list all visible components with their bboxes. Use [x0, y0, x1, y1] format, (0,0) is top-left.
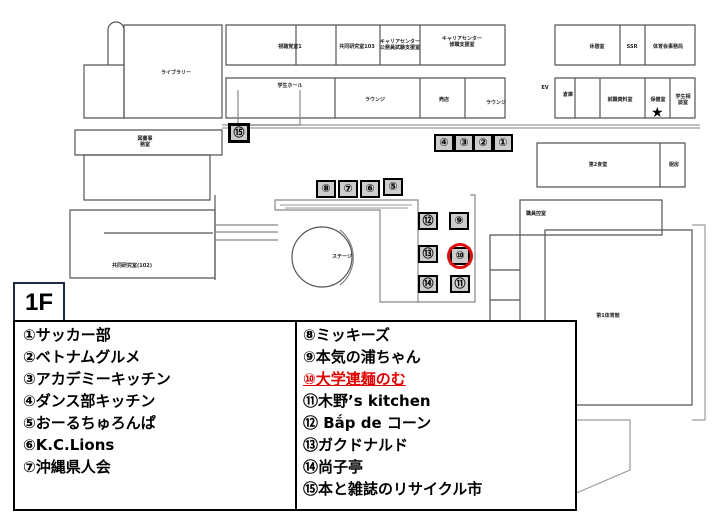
room-cafeteria2: 第2食堂	[588, 162, 608, 168]
room-job-info: 就職資料室	[607, 97, 633, 103]
legend-item: ⑭尚子亭	[303, 458, 364, 476]
marker-14[interactable]: ⑭	[418, 275, 438, 293]
legend: ①サッカー部 ②ベトナムグルメ ③アカデミーキッチン ④ダンス部キッチン ⑤おー…	[13, 320, 577, 511]
marker-2[interactable]: ②	[473, 134, 493, 152]
room-counsel: 学生相談室	[675, 94, 691, 106]
room-student-hall: 学生ホール	[277, 83, 303, 89]
room-storage: 倉庫	[562, 92, 574, 98]
marker-5[interactable]: ⑤	[383, 178, 403, 196]
room-ssr: SSR	[626, 44, 638, 50]
marker-11[interactable]: ⑪	[450, 275, 470, 293]
room-gym1: 第1体育館	[596, 313, 620, 319]
marker-8[interactable]: ⑧	[316, 180, 336, 198]
room-lab102: 共同研究室(102)	[111, 263, 153, 269]
room-stage: ステージ	[332, 254, 352, 260]
room-lab103: 共同研究室103	[339, 44, 375, 50]
room-library-office: 図書事務室	[137, 136, 153, 148]
legend-item-highlighted: ⑩大学連麺のむ	[303, 370, 406, 388]
room-health: 保健室	[650, 97, 666, 103]
marker-12[interactable]: ⑫	[418, 212, 438, 230]
room-ev: EV	[541, 85, 549, 91]
marker-6[interactable]: ⑥	[360, 180, 380, 198]
legend-item: ⑦沖縄県人会	[23, 458, 111, 476]
marker-13[interactable]: ⑬	[418, 245, 438, 263]
star-icon: ★	[651, 105, 664, 121]
room-lounge-2: ラウンジ	[485, 100, 507, 106]
legend-item: ⑧ミッキーズ	[303, 326, 390, 344]
room-career-job: キャリアセンター修職支援室	[442, 36, 482, 48]
marker-7[interactable]: ⑦	[338, 180, 358, 198]
room-career-exam: キャリアセンター公務員試験支援室	[380, 39, 421, 51]
room-lounge-1: ラウンジ	[364, 97, 386, 103]
legend-item: ⑥K.C.Lions	[23, 436, 115, 454]
highlight-circle	[447, 243, 473, 269]
legend-item: ⑮本と雑誌のリサイクル市	[303, 480, 483, 498]
legend-left-column: ①サッカー部 ②ベトナムグルメ ③アカデミーキッチン ④ダンス部キッチン ⑤おー…	[15, 322, 295, 509]
marker-4[interactable]: ④	[434, 134, 454, 152]
legend-item: ④ダンス部キッチン	[23, 392, 156, 410]
marker-1[interactable]: ①	[493, 134, 513, 152]
room-library: ライブラリー	[160, 70, 192, 76]
legend-item: ⑪木野’s kitchen	[303, 392, 431, 410]
legend-item: ⑨本気の浦ちゃん	[303, 348, 421, 366]
legend-item: ⑫ Bắp de コーン	[303, 414, 432, 432]
room-rest: 休憩室	[589, 44, 605, 50]
room-staff: 職員控室	[525, 211, 547, 217]
legend-item: ②ベトナムグルメ	[23, 348, 141, 366]
marker-9[interactable]: ⑨	[449, 212, 469, 230]
marker-3[interactable]: ③	[454, 134, 474, 152]
marker-15[interactable]: ⑮	[228, 123, 250, 143]
room-kitchen: 厨房	[668, 162, 680, 168]
room-av: 視聴覚室1	[278, 44, 302, 50]
legend-right-column: ⑧ミッキーズ ⑨本気の浦ちゃん ⑩大学連麺のむ ⑪木野’s kitchen ⑫ …	[295, 322, 575, 509]
legend-item: ①サッカー部	[23, 326, 111, 344]
legend-item: ③アカデミーキッチン	[23, 370, 171, 388]
room-shop: 売店	[438, 97, 450, 103]
legend-item: ⑤おーるちゅろんぱ	[23, 414, 156, 432]
floor-label: 1F	[13, 282, 65, 322]
room-sports-office: 体育会事務局	[652, 44, 684, 50]
legend-item: ⑬ガクドナルド	[303, 436, 409, 454]
